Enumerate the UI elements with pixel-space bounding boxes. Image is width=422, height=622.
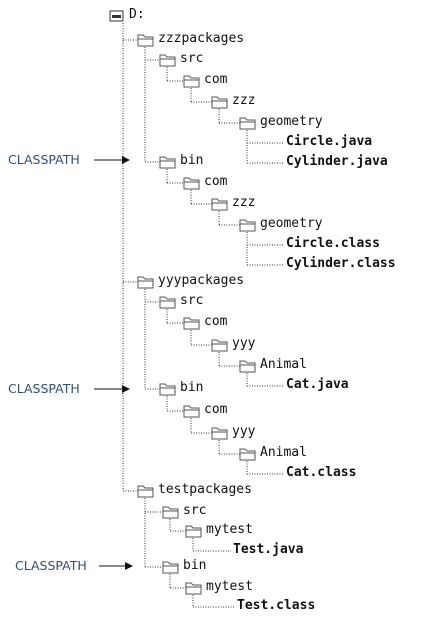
folder-label: zzz (232, 93, 256, 108)
folder-icon (239, 360, 256, 373)
folder-label: testpackages (158, 482, 252, 497)
classpath-arrow (99, 562, 133, 570)
folder-label: bin (183, 558, 207, 573)
folder-icon (137, 34, 154, 47)
folder-label: geometry (260, 114, 323, 129)
folder-label: com (204, 174, 228, 189)
classpath-arrows (94, 156, 133, 570)
file-label: Cat.java (286, 377, 349, 392)
folder-icon (185, 582, 202, 595)
folder-label: src (180, 51, 204, 66)
folder-icon (183, 317, 200, 330)
folder-icon (137, 276, 154, 289)
folder-icon (159, 156, 176, 169)
folder-label: zzzpackages (158, 31, 245, 46)
file-label: Cylinder.java (286, 154, 388, 169)
folder-label: src (183, 503, 207, 518)
folder-label: com (204, 72, 228, 87)
folder-icon (211, 198, 228, 211)
folder-label: bin (180, 153, 204, 168)
folder-label: bin (180, 380, 204, 395)
folder-icon (162, 561, 179, 574)
folder-label: src (180, 293, 204, 308)
folder-icon (162, 506, 179, 519)
file-label: Cylinder.class (286, 256, 396, 271)
folder-icon (239, 219, 256, 232)
classpath-label: CLASSPATH (15, 558, 87, 573)
tree-connector-lines (122, 23, 284, 608)
classpath-arrow (94, 156, 130, 164)
folder-label: Animal (260, 357, 307, 372)
folder-label: zzz (232, 195, 256, 210)
classpath-label: CLASSPATH (8, 381, 80, 396)
folder-icon (183, 177, 200, 190)
folder-label: mytest (206, 522, 253, 537)
folder-icon (211, 339, 228, 352)
file-label: Circle.java (286, 134, 373, 149)
folder-label: mytest (206, 579, 253, 594)
folder-label: yyy (232, 336, 256, 351)
tree-icons (109, 10, 256, 595)
folder-label: geometry (260, 216, 323, 231)
folder-icon (211, 427, 228, 440)
folder-icon (239, 448, 256, 461)
file-label: Cat.class (286, 465, 357, 480)
folder-label: yyy (232, 424, 256, 439)
folder-icon (159, 296, 176, 309)
drive-icon (109, 10, 124, 22)
classpath-arrow (94, 385, 130, 393)
folder-icon (239, 117, 256, 130)
file-label: Test.java (233, 542, 304, 557)
folder-icon (185, 525, 202, 538)
folder-icon (183, 75, 200, 88)
folder-label: com (204, 314, 228, 329)
folder-icon (159, 383, 176, 396)
folder-label: yyypackages (158, 273, 245, 288)
folder-label: com (204, 402, 228, 417)
folder-icon (183, 405, 200, 418)
classpath-label: CLASSPATH (8, 152, 80, 167)
drive-root-label: D: (129, 7, 145, 22)
folder-label: Animal (260, 445, 307, 460)
folder-icon (211, 96, 228, 109)
file-label: Circle.class (286, 236, 380, 251)
file-label: Test.class (237, 598, 316, 613)
folder-icon (159, 54, 176, 67)
folder-icon (137, 485, 154, 498)
